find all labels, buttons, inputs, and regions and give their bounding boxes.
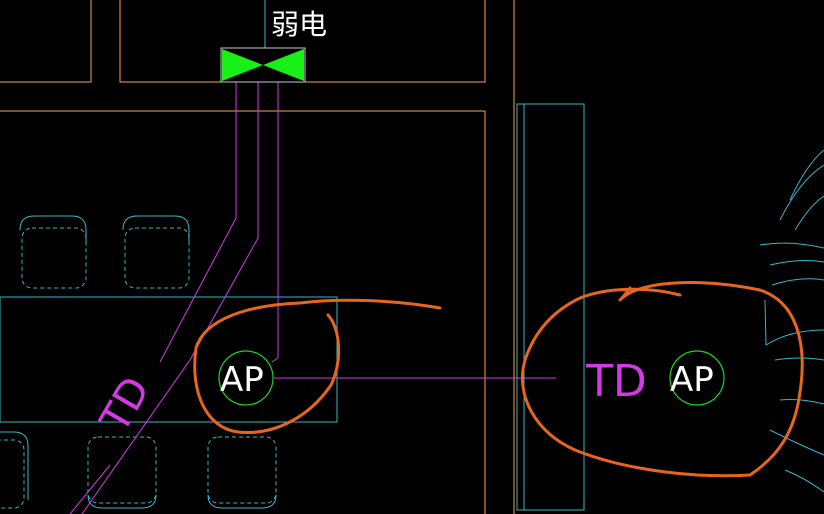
td-right-label: TD [585,356,647,407]
chair-2 [122,215,190,289]
ap-left-label: AP [220,360,264,400]
weak-current-label: 弱电 [271,8,327,41]
ap-right-label: AP [670,360,714,400]
weak-current-device [220,47,306,83]
desk-outline [0,296,338,423]
cable-diagonal-lower [69,464,111,514]
device-right-triangle [263,49,304,81]
device-box [220,47,306,83]
device-left-triangle [222,49,263,81]
markup-right-stroke [620,286,632,300]
cable-a [159,82,237,363]
chair-4 [87,436,157,509]
cable-routing [69,82,556,514]
chair-5 [207,436,277,509]
markup-annotations [193,281,804,478]
wall-outlines [0,0,515,514]
cable-b [81,82,259,514]
chair-1 [19,215,87,289]
tall-window-frame [516,103,585,511]
curved-seating-right [759,149,824,493]
markup-right-loop [520,281,804,478]
main-room-wall [0,110,486,514]
cable-c [271,82,279,363]
td-left-label: TD [91,369,159,441]
left-upper-room-wall [0,0,92,83]
markup-left-loop [193,298,442,435]
ap-right-circle [669,350,725,406]
chair-3 [0,431,29,509]
ap-left-circle [218,350,274,406]
